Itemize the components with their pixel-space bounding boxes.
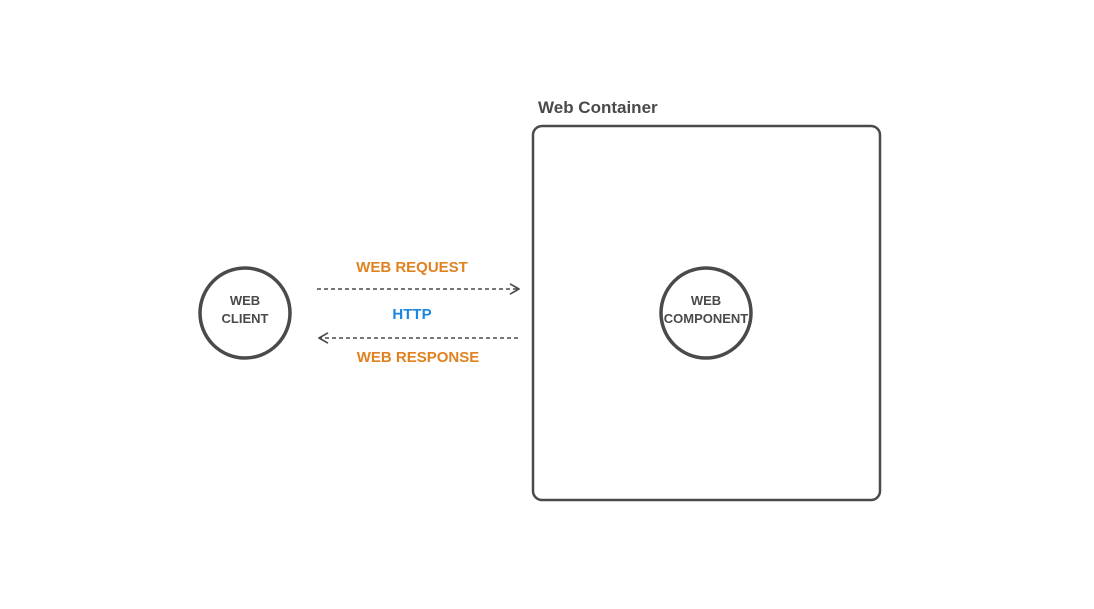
web-component-label-line1: WEB <box>691 293 721 308</box>
web-component-label-line2: COMPONENT <box>664 311 749 326</box>
web-container-box <box>531 124 882 502</box>
web-component-circle <box>659 266 753 360</box>
web-component-node: WEB COMPONENT <box>659 266 753 360</box>
web-request-label: WEB REQUEST <box>356 259 468 276</box>
web-container-title: Web Container <box>538 98 658 117</box>
web-client-label-line1: WEB <box>230 293 260 308</box>
web-client-circle <box>198 266 292 360</box>
web-client-label-line2: CLIENT <box>222 311 269 326</box>
web-response-label: WEB RESPONSE <box>357 349 480 366</box>
web-client-node: WEB CLIENT <box>198 266 292 360</box>
http-protocol-label: HTTP <box>392 306 431 323</box>
